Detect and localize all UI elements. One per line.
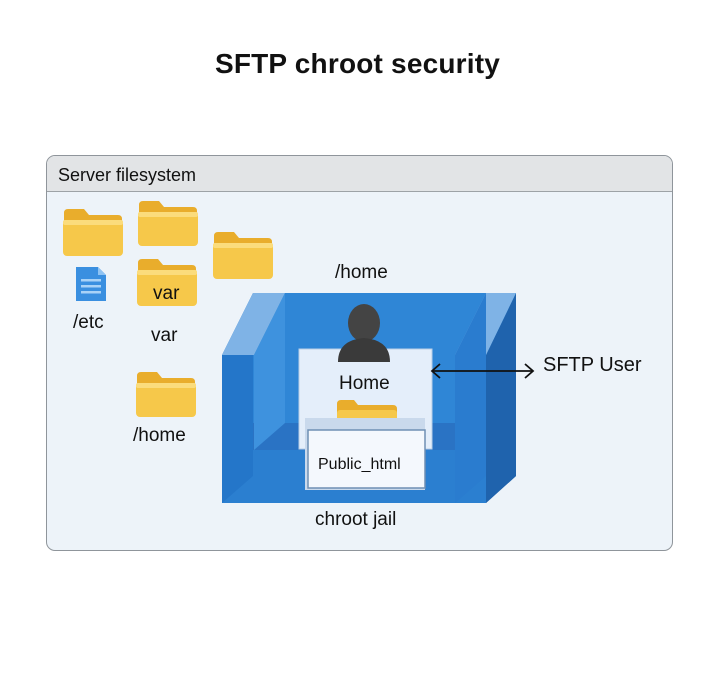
- public-html-card: [307, 429, 426, 489]
- file-icon: [74, 265, 108, 303]
- home-folder-icon: [135, 370, 197, 418]
- jail-left-top: [222, 293, 285, 355]
- folder-icon: [212, 230, 274, 280]
- double-arrow-icon: [430, 363, 535, 379]
- user-icon: [338, 304, 390, 362]
- folder-icon: [137, 199, 199, 247]
- home-label: /home: [133, 425, 186, 446]
- sftp-user-label: SFTP User: [543, 354, 642, 376]
- etc-label: /etc: [73, 312, 104, 333]
- public-html-label: Public_html: [318, 456, 401, 473]
- chroot-jail-label: chroot jail: [315, 509, 397, 530]
- diagram-title: SFTP chroot security: [214, 48, 501, 79]
- jail-home-path-label: /home: [335, 262, 388, 283]
- home-panel-label: Home: [339, 373, 390, 394]
- panel-header: Server filesystem: [47, 156, 672, 192]
- var-folder-icon: [136, 257, 198, 307]
- jail-right-wall: [486, 293, 516, 503]
- folder-icon: [62, 207, 124, 257]
- jail-left-inner: [254, 293, 285, 450]
- jail-right-inner: [455, 293, 486, 503]
- var-folder-label: var: [153, 283, 180, 304]
- panel-title: Server filesystem: [58, 165, 197, 185]
- var-label: var: [151, 325, 178, 346]
